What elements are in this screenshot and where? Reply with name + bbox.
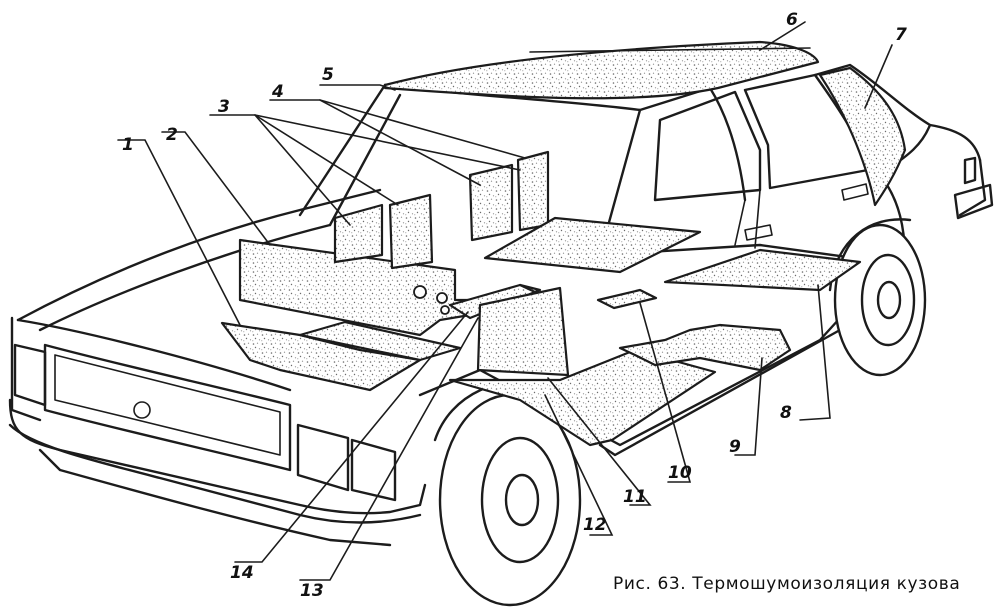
leader-14	[234, 311, 469, 563]
rear-pillar-insulation	[818, 66, 907, 207]
leader-9	[734, 357, 763, 456]
kick-panel-insulation	[476, 286, 570, 377]
leader-1	[117, 139, 241, 326]
callout-12: 12	[583, 515, 607, 535]
roof-insulation	[383, 40, 820, 100]
hood-lower-strip	[298, 320, 462, 362]
leader-5	[319, 84, 396, 91]
trunk-floor-insulation	[663, 248, 862, 292]
callout-9: 9	[729, 437, 741, 457]
car-body-outline	[8, 63, 994, 547]
callout-13: 13	[300, 581, 324, 601]
leader-8	[799, 284, 831, 421]
leader-7	[864, 44, 893, 109]
callout-7: 7	[895, 25, 907, 45]
front-floor-insulation	[448, 348, 717, 447]
rear-floor-insulation	[618, 323, 792, 372]
leader-lines	[117, 21, 893, 581]
callout-labels: 1 2 3 4 5 6 7 8 9 10 11 12 13 14	[122, 10, 907, 601]
figure-caption: Рис. 63. Термошумоизоляция кузова	[613, 574, 961, 594]
leader-4b	[319, 99, 526, 159]
callout-6: 6	[786, 10, 798, 30]
rear-panel-right	[516, 150, 550, 232]
callout-4: 4	[271, 82, 284, 102]
leader-2	[161, 131, 271, 246]
rear-wheel	[828, 218, 927, 377]
callout-2: 2	[166, 125, 178, 145]
callout-11: 11	[623, 487, 647, 507]
leader-13	[299, 317, 479, 581]
tunnel-pad-insulation	[596, 288, 658, 310]
leader-6	[759, 21, 806, 51]
leader-12	[544, 394, 614, 536]
callout-1: 1	[122, 135, 134, 155]
rear-panel-left	[468, 163, 514, 242]
insulation-panels	[220, 40, 907, 447]
center-floor-insulation	[483, 216, 702, 274]
leader-11	[547, 377, 652, 506]
callout-3: 3	[218, 97, 230, 117]
leader-10	[639, 302, 692, 483]
leader-3b	[254, 114, 399, 206]
front-side-panel-left	[333, 203, 384, 264]
callout-10: 10	[668, 463, 692, 483]
callout-8: 8	[780, 403, 792, 423]
callout-5: 5	[322, 65, 334, 85]
front-wheel	[433, 379, 582, 607]
leader-3c	[254, 114, 521, 171]
callout-14: 14	[230, 563, 254, 583]
front-side-panel-right	[388, 193, 434, 270]
